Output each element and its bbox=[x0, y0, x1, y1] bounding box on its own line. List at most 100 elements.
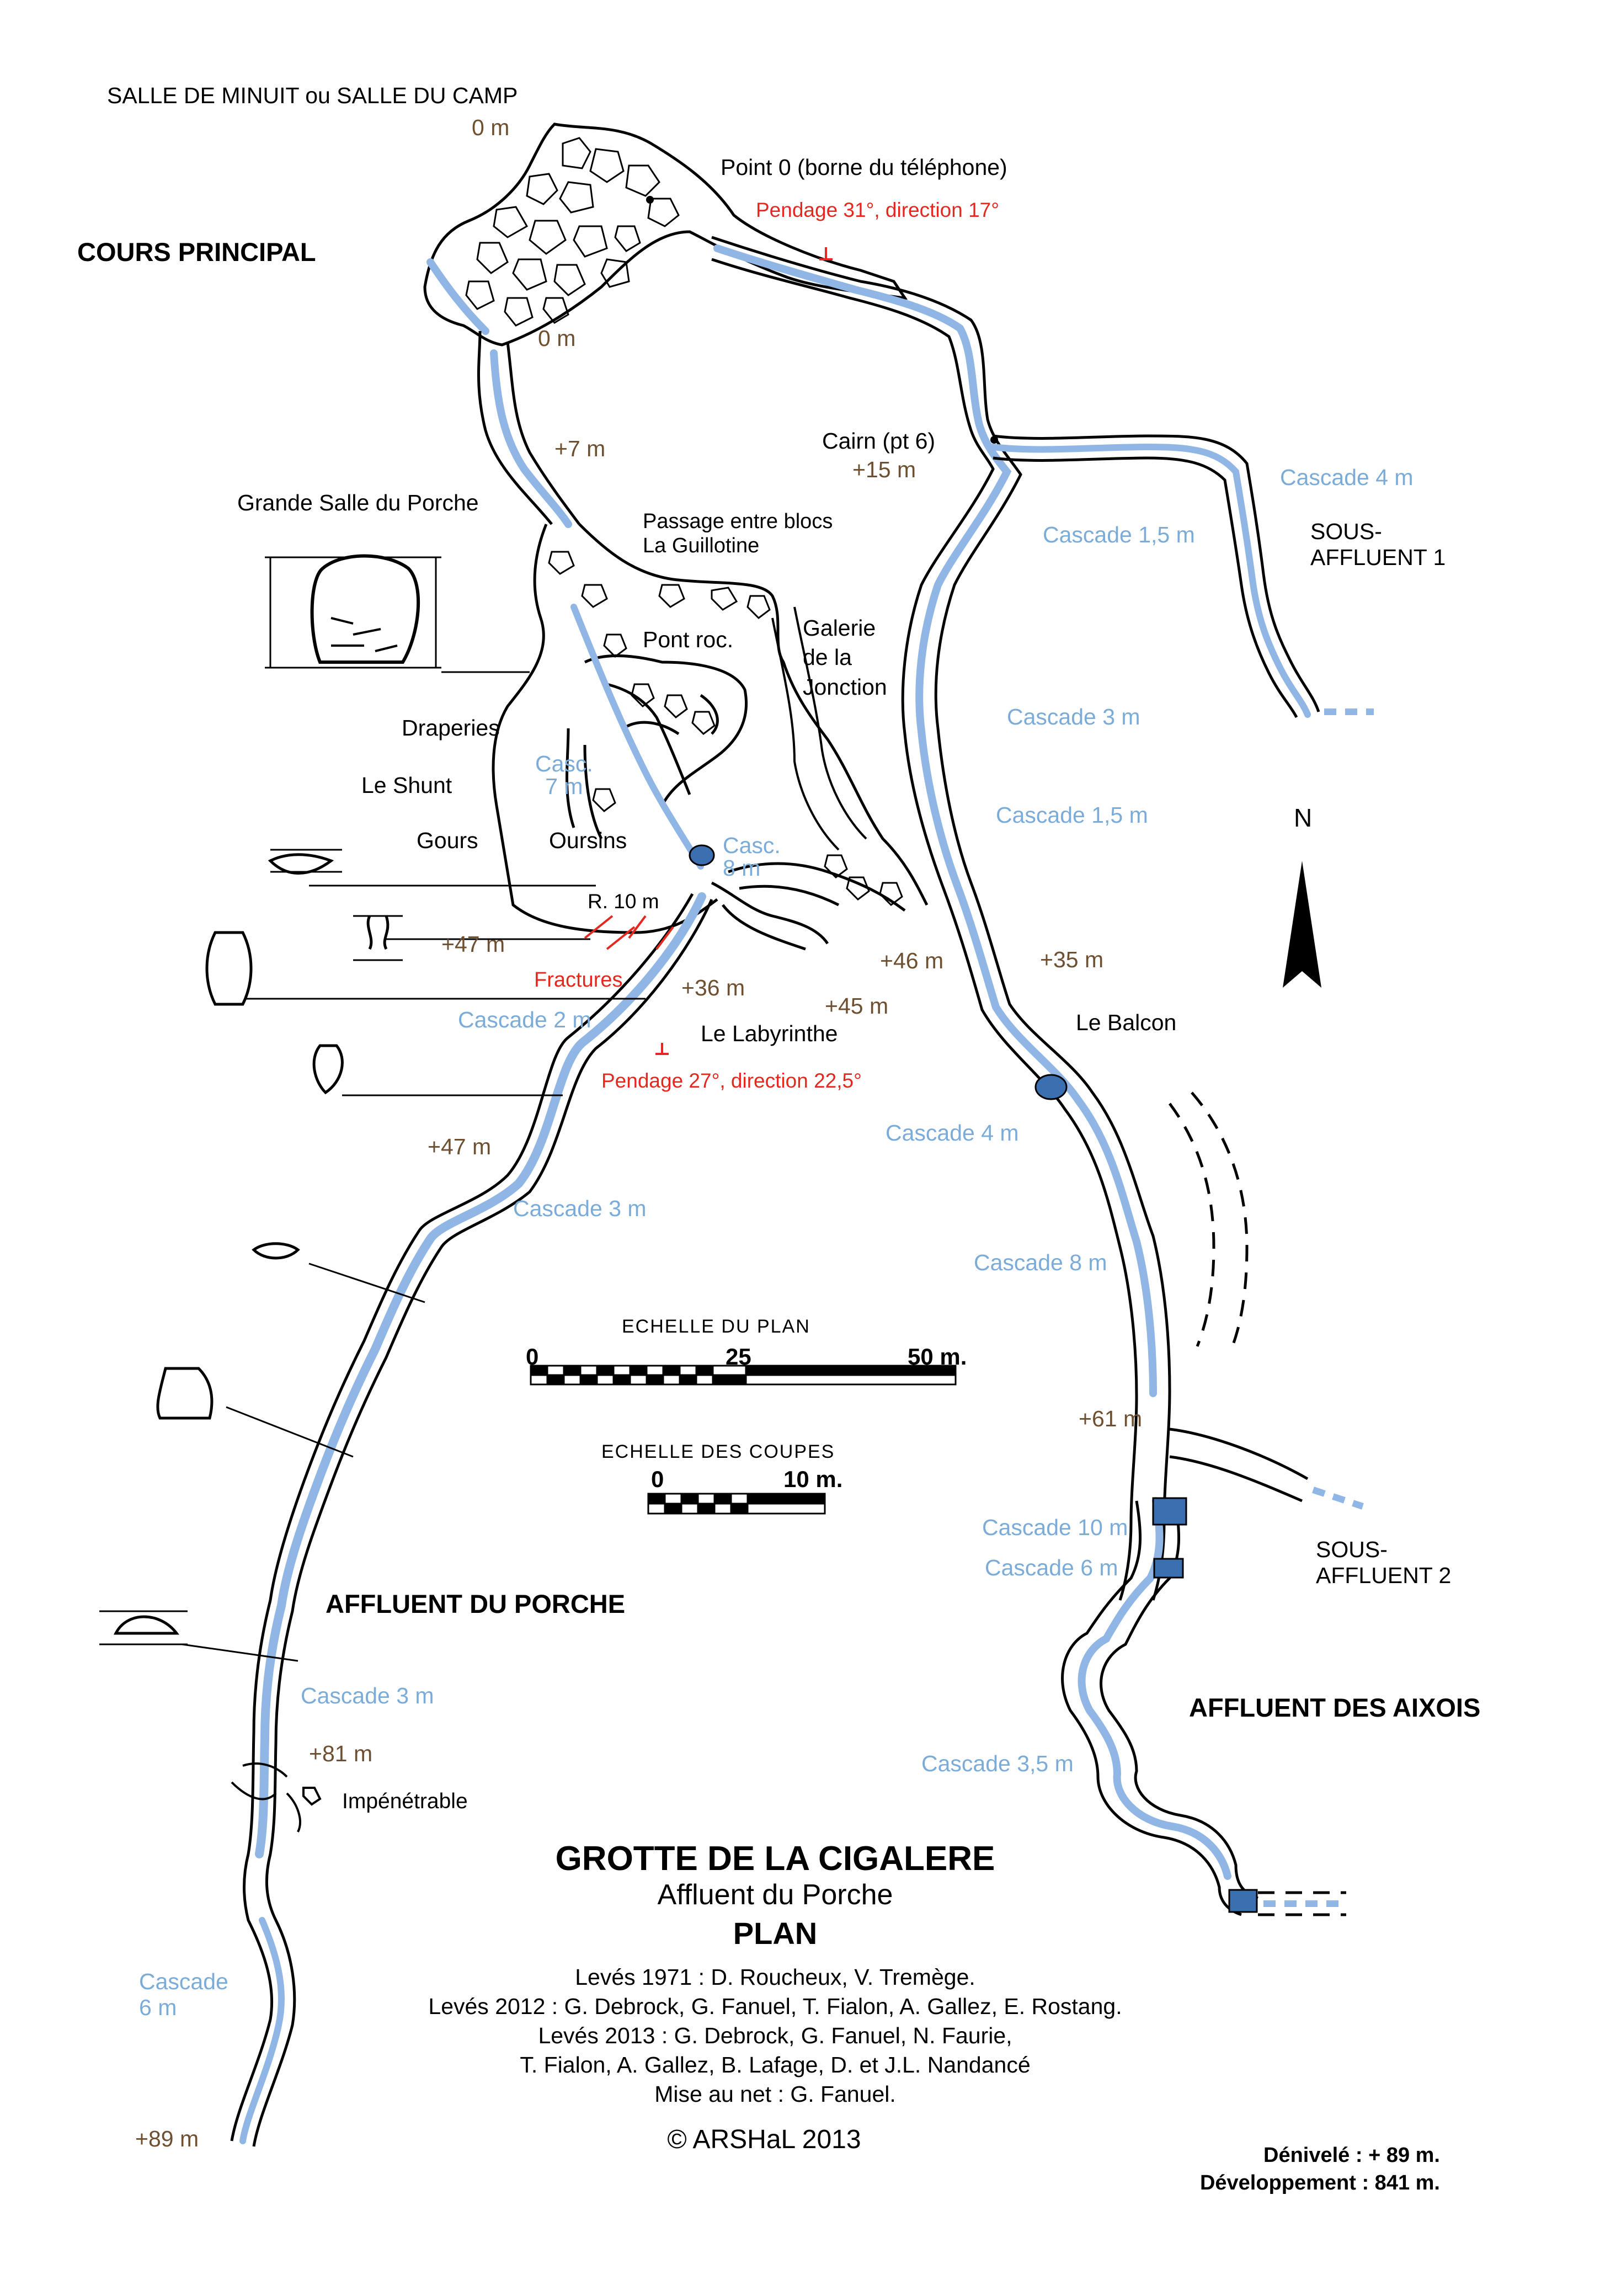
label-oursins: Oursins bbox=[549, 828, 627, 853]
balcon-dashed-gallery bbox=[1168, 1091, 1249, 1352]
label-elev-36: +36 m bbox=[681, 975, 745, 1000]
label-cascade8: Cascade 8 m bbox=[974, 1250, 1107, 1275]
label-cascade35: Cascade 3,5 m bbox=[921, 1751, 1074, 1776]
label-cascade3-lower: Cascade 3 m bbox=[301, 1683, 434, 1708]
affluent-porche-walls bbox=[230, 893, 713, 2147]
scale-plan-title: ECHELLE DU PLAN bbox=[622, 1316, 810, 1337]
section-grande-salle bbox=[265, 554, 441, 669]
salle-blocks bbox=[465, 137, 680, 327]
label-fractures: Fractures bbox=[534, 968, 623, 992]
label-affluent-aixois: AFFLUENT DES AIXOIS bbox=[1189, 1693, 1481, 1722]
galerie-jonction-walls bbox=[771, 606, 867, 851]
label-pendage1: Pendage 31°, direction 17° bbox=[756, 199, 1000, 221]
scale-coupes-tick-0: 0 bbox=[651, 1466, 664, 1492]
label-elev-81: +81 m bbox=[309, 1741, 373, 1766]
sous-affluent-2-stream bbox=[1312, 1487, 1364, 1510]
stat-developpement: Développement : 841 m. bbox=[1199, 2171, 1440, 2194]
section-small-6 bbox=[156, 1367, 214, 1420]
aixois-end-pool bbox=[1228, 1889, 1258, 1913]
section-small-4 bbox=[312, 1044, 344, 1095]
scale-plan-tick-50: 50 m. bbox=[908, 1344, 967, 1370]
label-le-shunt: Le Shunt bbox=[361, 773, 452, 798]
scale-plan-tick-0: 0 bbox=[526, 1344, 539, 1370]
salle-de-minuit bbox=[423, 122, 908, 347]
porche-upper-walls bbox=[477, 331, 581, 525]
label-point0: Point 0 (borne du téléphone) bbox=[721, 155, 1007, 180]
aixois-end-dashed-walls bbox=[1258, 1891, 1346, 1916]
porche-complex-walls bbox=[492, 523, 929, 951]
label-labyrinthe: Le Labyrinthe bbox=[701, 1021, 838, 1046]
scale-bar-coupes bbox=[647, 1493, 826, 1515]
label-galerie-jonction: Galerie de la Jonction bbox=[803, 615, 887, 700]
north-label: N bbox=[1294, 803, 1313, 832]
label-elev-47a: +47 m bbox=[441, 931, 505, 957]
cross-sections bbox=[99, 554, 441, 1645]
label-cascade3-main: Cascade 3 m bbox=[1007, 704, 1140, 729]
label-pont-roc: Pont roc. bbox=[643, 627, 734, 652]
affluent-porche-stream bbox=[255, 892, 706, 1858]
label-pendage2: Pendage 27°, direction 22,5° bbox=[601, 1069, 862, 1092]
label-cascade4-main: Cascade 4 m bbox=[886, 1120, 1019, 1146]
label-sous-affluent1: SOUS- AFFLUENT 1 bbox=[1310, 519, 1446, 571]
scale-coupes-tick-10: 10 m. bbox=[783, 1466, 843, 1492]
credits-line-2: Levés 2012 : G. Debrock, G. Fanuel, T. F… bbox=[428, 1994, 1122, 2019]
porche-casc7-stream bbox=[570, 604, 704, 870]
cours-principal-stream bbox=[426, 258, 489, 335]
section-small-2 bbox=[353, 915, 403, 961]
map-title: GROTTE DE LA CIGALERE bbox=[555, 1840, 995, 1878]
label-elev-0m-b: 0 m bbox=[538, 326, 576, 351]
label-cascade15-a: Cascade 1,5 m bbox=[1043, 522, 1195, 547]
credits-line-4: T. Fialon, A. Gallez, B. Lafage, D. et J… bbox=[520, 2052, 1031, 2077]
aixois-stream bbox=[1078, 1497, 1231, 1880]
label-affluent-porche: AFFLUENT DU PORCHE bbox=[326, 1589, 626, 1618]
section-small-7 bbox=[99, 1610, 188, 1645]
credits-line-1: Levés 1971 : D. Roucheux, V. Tremège. bbox=[575, 1964, 975, 1990]
affluent-porche-lower-stream bbox=[239, 1917, 285, 2144]
label-balcon: Le Balcon bbox=[1076, 1010, 1177, 1035]
label-cours-principal: COURS PRINCIPAL bbox=[77, 237, 316, 267]
label-impenetrable: Impénétrable bbox=[342, 1789, 468, 1813]
label-elev-0m-a: 0 m bbox=[472, 115, 510, 140]
cairn-marker bbox=[990, 436, 998, 444]
cascade6-pool bbox=[1153, 1558, 1184, 1579]
label-cascade2: Cascade 2 m bbox=[458, 1007, 591, 1032]
impenetrable-zone bbox=[231, 1762, 322, 1832]
scale-bar-plan bbox=[530, 1365, 957, 1386]
stat-denivele: Dénivelé : + 89 m. bbox=[1263, 2144, 1440, 2167]
sous-affluent-2-walls bbox=[1169, 1427, 1309, 1503]
label-salle-minuit: SALLE DE MINUIT ou SALLE DU CAMP bbox=[107, 83, 518, 108]
balcon-pool bbox=[1034, 1074, 1068, 1100]
label-cascade6-porche: Cascade 6 m bbox=[139, 1969, 228, 2021]
cascade10-pool bbox=[1152, 1497, 1187, 1526]
label-passage-blocs: Passage entre blocs La Guillotine bbox=[643, 510, 833, 557]
label-draperies: Draperies bbox=[402, 715, 500, 741]
credits-line-5: Mise au net : G. Fanuel. bbox=[654, 2081, 896, 2107]
label-cascade4-sa1: Cascade 4 m bbox=[1280, 465, 1414, 490]
main-channel-stream bbox=[713, 244, 1157, 1397]
label-r10: R. 10 m bbox=[588, 890, 659, 913]
section-small-5 bbox=[252, 1242, 300, 1260]
sous-affluent-1-walls bbox=[993, 434, 1320, 718]
red-annotations bbox=[584, 247, 833, 1055]
label-elev-61: +61 m bbox=[1079, 1406, 1143, 1431]
label-elev-89: +89 m bbox=[135, 2126, 199, 2151]
scale-coupes-title: ECHELLE DES COUPES bbox=[601, 1441, 835, 1462]
label-sous-affluent2: SOUS- AFFLUENT 2 bbox=[1316, 1537, 1452, 1589]
section-leader-lines bbox=[182, 671, 646, 1662]
label-elev-47b: +47 m bbox=[428, 1134, 492, 1159]
sous-affluent-1-stream bbox=[990, 443, 1311, 718]
label-elev-35: +35 m bbox=[1040, 947, 1104, 972]
label-grande-salle: Grande Salle du Porche bbox=[237, 490, 479, 515]
label-cascade10: Cascade 10 m bbox=[982, 1515, 1128, 1540]
label-gours: Gours bbox=[417, 828, 478, 853]
label-casc7: Casc. 7 m bbox=[535, 751, 593, 799]
north-arrow-icon bbox=[1283, 861, 1321, 988]
label-cascade15-b: Cascade 1,5 m bbox=[996, 802, 1148, 828]
aixois-walls bbox=[1061, 1500, 1258, 1916]
section-small-3 bbox=[205, 931, 253, 1006]
label-casc8: Casc. 8 m bbox=[723, 833, 781, 881]
label-elev-15: +15 m bbox=[852, 457, 916, 482]
map-subtitle: Affluent du Porche bbox=[657, 1879, 893, 1911]
label-cairn: Cairn (pt 6) bbox=[822, 428, 936, 454]
